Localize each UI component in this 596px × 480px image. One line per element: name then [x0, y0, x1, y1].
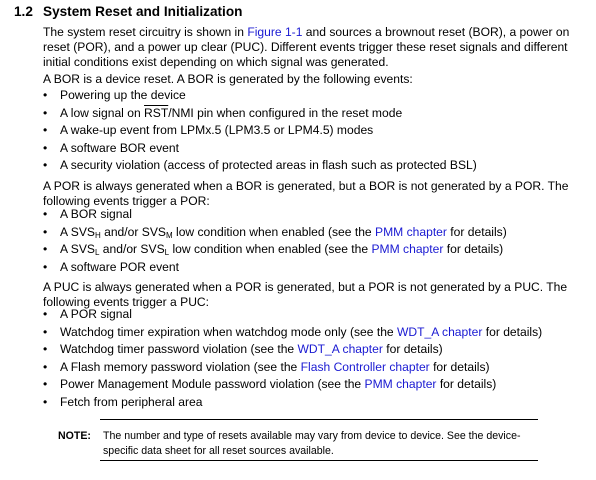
pmm-chapter-link[interactable]: PMM chapter: [364, 377, 437, 392]
por-list: •A BOR signal •A SVSH and/or SVSM low co…: [43, 206, 591, 276]
list-item: •Fetch from peripheral area: [43, 394, 203, 409]
intro-paragraph: The system reset circuitry is shown in F…: [43, 25, 570, 69]
bor-list: •Powering up the device •A low signal on…: [43, 87, 591, 175]
list-item: •Watchdog timer password violation (see …: [43, 342, 443, 357]
list-item: •A BOR signal: [43, 207, 132, 221]
list-item: •A low signal on RST/NMI pin when config…: [43, 105, 403, 120]
puc-list: •A POR signal •Watchdog timer expiration…: [43, 306, 591, 412]
section-number: 1.2: [14, 4, 33, 19]
list-item: •A wake-up event from LPMx.5 (LPM3.5 or …: [43, 123, 374, 138]
list-item: •Watchdog timer expiration when watchdog…: [43, 324, 543, 339]
puc-lead: A PUC is always generated when a POR is …: [43, 280, 568, 309]
list-item: •Powering up the device: [43, 88, 186, 102]
list-item: •A software BOR event: [43, 140, 179, 155]
list-item: •A Flash memory password violation (see …: [43, 359, 490, 374]
note-text: The number and type of resets available …: [103, 430, 521, 457]
section-title: System Reset and Initialization: [43, 4, 243, 19]
pmm-chapter-link[interactable]: PMM chapter: [371, 242, 444, 257]
note-bottom-rule: [100, 460, 538, 461]
list-item: •A software POR event: [43, 259, 179, 274]
list-item: •A SVSL and/or SVSL low condition when e…: [43, 242, 504, 258]
note-label: NOTE:: [58, 430, 91, 442]
pmm-chapter-link[interactable]: PMM chapter: [375, 224, 447, 239]
figure-link[interactable]: Figure 1-1: [247, 25, 303, 39]
por-lead: A POR is always generated when a BOR is …: [43, 179, 569, 208]
note-top-rule: [100, 419, 538, 420]
wdt-chapter-link[interactable]: WDT_A chapter: [297, 342, 383, 357]
section-heading: 1.2 System Reset and Initialization: [14, 4, 242, 19]
list-item: •A POR signal: [43, 307, 132, 321]
bor-lead: A BOR is a device reset. A BOR is genera…: [43, 72, 413, 86]
wdt-chapter-link[interactable]: WDT_A chapter: [397, 324, 483, 339]
list-item: •Power Management Module password violat…: [43, 377, 497, 392]
list-item: •A SVSH and/or SVSM low condition when e…: [43, 224, 507, 240]
list-item: •A security violation (access of protect…: [43, 158, 477, 173]
flash-controller-link[interactable]: Flash Controller chapter: [300, 359, 430, 374]
